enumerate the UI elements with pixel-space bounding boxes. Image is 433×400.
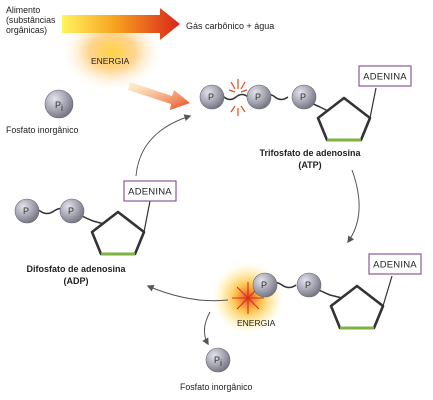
products-label: Gás carbônico + água [186, 21, 274, 31]
phosphate-inorganic-top: P i Fosfato inorgânico [6, 89, 78, 135]
hydrolysis-molecule: P P ADENINA ENERGIA [210, 253, 422, 336]
food-label-line3: orgânicas) [6, 25, 47, 35]
adp-adenine-label: ADENINA [128, 187, 172, 198]
atp-phosphate-2 [246, 84, 272, 110]
phosphate-inorganic-bottom: P i Fosfato inorgânico [180, 347, 252, 392]
atp-adenine-box [358, 65, 412, 87]
atp-p3-label: P [300, 92, 306, 102]
phosphate-symbol: P [55, 100, 61, 110]
respiration-section: Alimento (substâncias orgânicas) Gás car… [6, 5, 274, 110]
adp-molecule: P P ADENINA Difosfato de adenosina (ADP) [14, 180, 177, 286]
atp-adenine-bond [369, 87, 377, 119]
adp-adenine-bond [143, 200, 151, 233]
atp-p1-label: P [208, 92, 214, 102]
hydrolysis-adenine-label: ADENINA [373, 260, 417, 271]
arrow-hydrolysis-to-adp [146, 284, 229, 302]
hydrolysis-p2-label: P [305, 280, 311, 290]
phosphate-subscript: i [61, 103, 63, 113]
food-label-line2: (substâncias [6, 15, 56, 25]
hydrolysis-phosphate-1 [252, 272, 278, 298]
hydrolysis-p1-label: P [261, 280, 267, 290]
arrow-release-phosphate [202, 311, 211, 346]
cycle-arrows [135, 114, 360, 346]
adp-p2-label: P [68, 206, 74, 216]
atp-phosphate-3 [291, 84, 317, 110]
atp-p2-label: P [255, 92, 261, 102]
adp-p1-label: P [23, 206, 29, 216]
adp-name-line2: (ADP) [64, 276, 89, 286]
phosphate-inorganic-label: Fosfato inorgânico [6, 125, 78, 135]
hydrolysis-adenine-box [368, 253, 422, 275]
adp-phosphate-2 [59, 198, 85, 224]
released-phosphate-symbol: P [214, 355, 220, 365]
atp-name-line2: (ATP) [298, 160, 321, 170]
arrow-atp-to-hydrolysis [347, 169, 360, 244]
respiration-arrow [62, 8, 180, 40]
atp-adenine-label: ADENINA [363, 72, 407, 83]
energy-label-top: ENERGIA [91, 56, 130, 66]
food-label: Alimento (substâncias orgânicas) [6, 5, 56, 35]
arrow-adp-to-atp [135, 114, 192, 177]
released-phosphate-ball [205, 347, 231, 373]
phosphate-ball [44, 89, 74, 119]
atp-ribose-pentagon [316, 96, 372, 142]
hydrolysis-adenine-bond [382, 275, 393, 307]
adp-name-line1: Difosfato de adenosina [26, 264, 126, 274]
atp-phosphate-1 [199, 84, 225, 110]
hydrolysis-phosphate-2 [296, 272, 322, 298]
adp-adenine-box [123, 180, 177, 202]
energy-input-arrow [128, 82, 190, 110]
energy-burst [232, 282, 264, 314]
atp-name-line1: Trifosfato de adenosina [259, 148, 361, 158]
adp-phosphate-1 [14, 198, 40, 224]
food-label-line1: Alimento [6, 5, 40, 15]
atp-molecule: P P P ADENINA Trifosfato de adenosina (A… [199, 65, 412, 170]
energy-label-bottom: ENERGIA [237, 318, 276, 328]
released-phosphate-label: Fosfato inorgânico [180, 382, 252, 392]
hydrolysis-ribose-pentagon [329, 284, 385, 330]
bond-spark [228, 79, 248, 116]
adp-ribose-pentagon [90, 210, 146, 256]
released-phosphate-subscript: i [220, 358, 222, 368]
